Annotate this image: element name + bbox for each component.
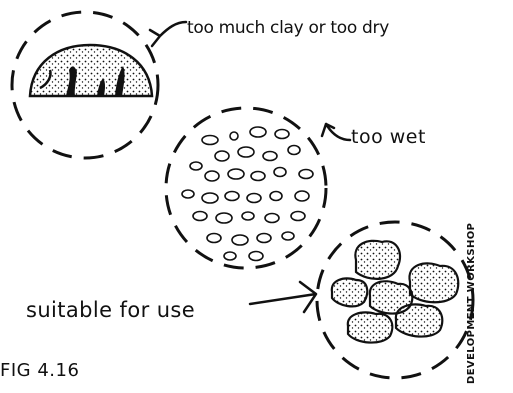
cracked-lump-icon [30,45,152,96]
label-too-wet: too wet [351,126,426,148]
arrow-suitable [250,282,316,312]
good-lumps-icon [332,241,458,343]
credit-text: DEVELOPMENT WORKSHOP [466,223,477,384]
label-suitable: suitable for use [26,298,195,322]
label-too-dry: too much clay or too dry [187,18,389,38]
figure-number: FIG 4.16 [0,360,79,381]
arrow-dry [150,22,186,46]
arrow-wet [322,124,350,140]
crumbs-icon [182,127,313,261]
